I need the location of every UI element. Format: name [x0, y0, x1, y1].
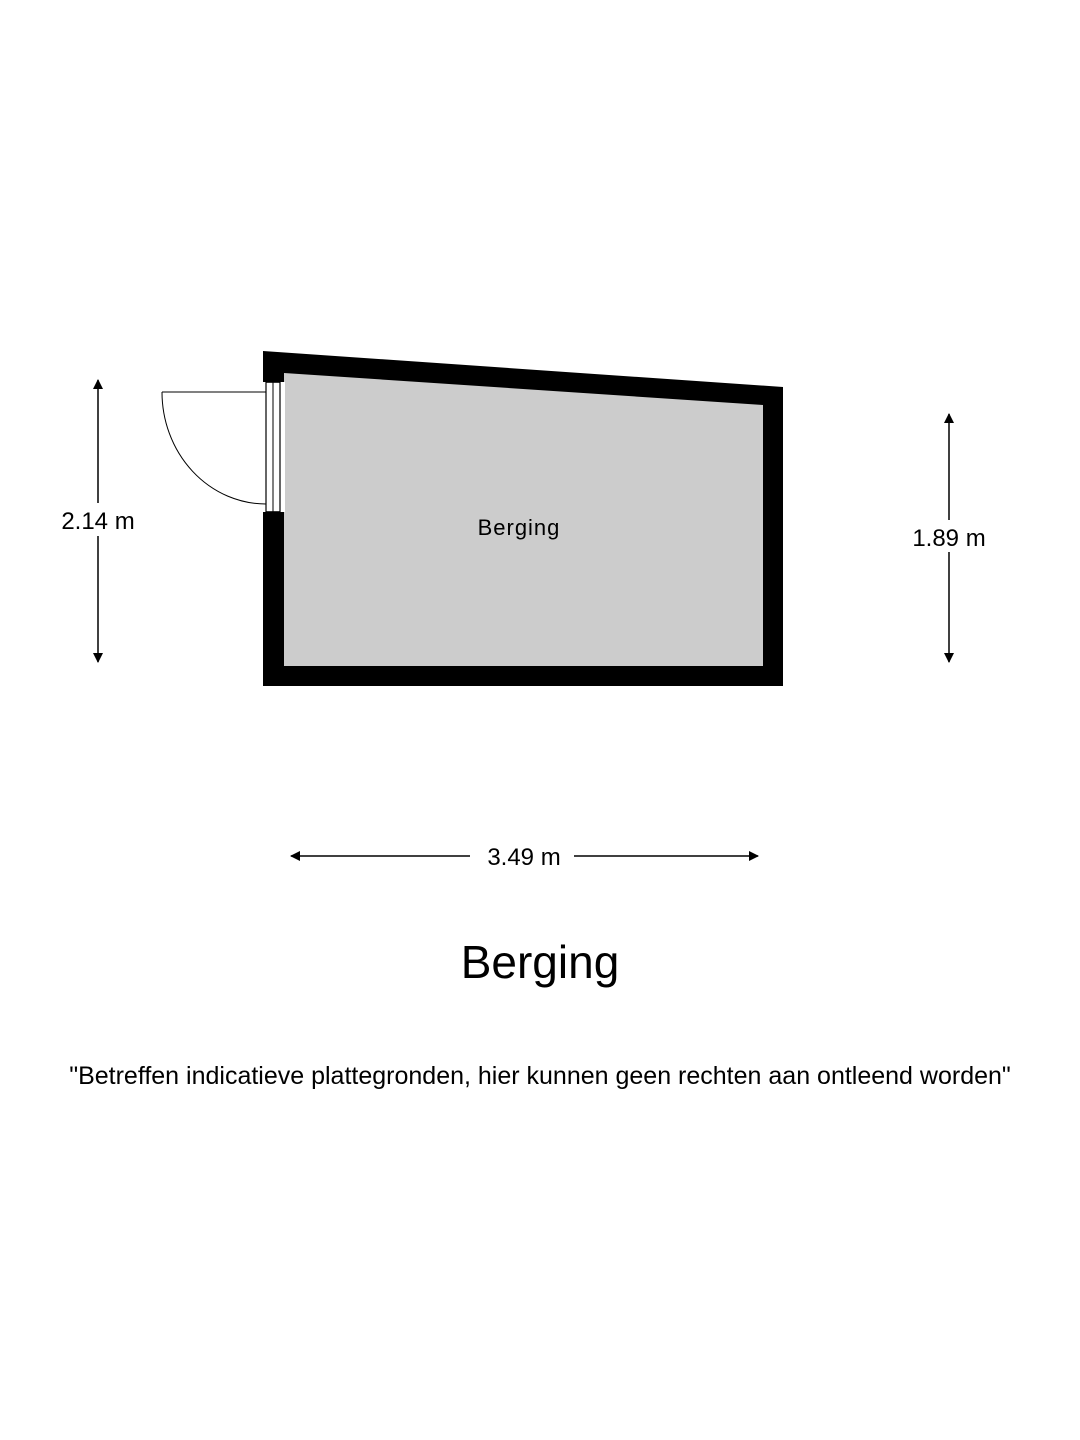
dimension-label-left: 2.14 m: [61, 508, 134, 535]
dimension-label-right: 1.89 m: [912, 525, 985, 552]
dimension-width: 3.49 m: [290, 844, 759, 871]
room-label: Berging: [478, 515, 561, 540]
room-floor: [284, 373, 763, 666]
dimension-label-width: 3.49 m: [487, 844, 560, 871]
disclaimer-text: "Betreffen indicatieve plattegronden, hi…: [69, 1062, 1011, 1090]
dimension-left-height: 2.14 m: [61, 379, 135, 663]
plan-title: Berging: [460, 936, 620, 988]
door: [161, 381, 281, 513]
dimension-right-height: 1.89 m: [912, 413, 986, 663]
